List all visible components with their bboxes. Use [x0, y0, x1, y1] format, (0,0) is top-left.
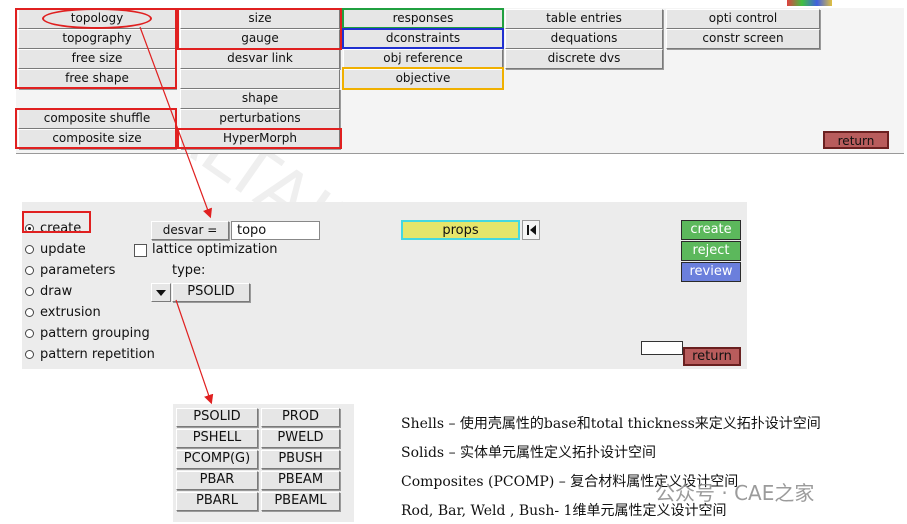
radio-extrusion-label: extrusion [40, 305, 101, 320]
radio-icon [25, 350, 34, 359]
radio-icon [25, 287, 34, 296]
type-option-psolid[interactable]: PSOLID [176, 408, 258, 427]
chevron-down-icon [156, 290, 166, 296]
radio-icon [25, 308, 34, 317]
skip-back-icon [527, 225, 536, 235]
shape-button[interactable]: shape [180, 89, 340, 109]
lattice-label: lattice optimization [152, 242, 278, 257]
perturbations-button[interactable]: perturbations [180, 109, 340, 129]
radio-pattern-repetition[interactable]: pattern repetition [25, 347, 155, 362]
arrow-to-desvar [139, 26, 213, 219]
desvar-name-input[interactable]: topo [231, 221, 320, 240]
radio-update[interactable]: update [25, 242, 86, 257]
type-option-pbar[interactable]: PBAR [176, 471, 258, 490]
review-button[interactable]: review [681, 262, 741, 282]
type-option-pbush[interactable]: PBUSH [261, 450, 340, 469]
radio-icon [25, 245, 34, 254]
radio-extrusion[interactable]: extrusion [25, 305, 101, 320]
type-label: type: [172, 263, 206, 278]
radio-update-label: update [40, 242, 86, 257]
blank-field [641, 341, 683, 355]
opti-control-button[interactable]: opti control [666, 9, 820, 29]
free-size-button[interactable]: free size [18, 49, 176, 69]
type-option-pbeaml[interactable]: PBEAML [261, 492, 340, 511]
return-button[interactable]: return [683, 347, 741, 366]
logo-fragment [787, 0, 832, 6]
radio-parameters[interactable]: parameters [25, 263, 115, 278]
note-1d-elements: Rod, Bar, Weld , Bush- 1维单元属性定义设计空间 [401, 503, 727, 519]
type-select-button[interactable]: PSOLID [172, 283, 250, 302]
radio-draw-label: draw [40, 284, 73, 299]
table-entries-button[interactable]: table entries [505, 9, 663, 29]
watermark-text: 公众号 · CAE之家 [655, 481, 815, 505]
radio-draw[interactable]: draw [25, 284, 72, 299]
type-option-pbeam[interactable]: PBEAM [261, 471, 340, 490]
type-option-pbarl[interactable]: PBARL [176, 492, 258, 511]
radio-icon [25, 329, 34, 338]
type-option-pcompg[interactable]: PCOMP(G) [176, 450, 258, 469]
topography-button[interactable]: topography [18, 29, 176, 49]
type-option-pweld[interactable]: PWELD [261, 429, 340, 448]
constr-screen-button[interactable]: constr screen [666, 29, 820, 49]
note-composites: Composites (PCOMP) – 复合材料属性定义设计空间 [401, 474, 739, 490]
radio-icon [25, 266, 34, 275]
props-button[interactable]: props [401, 220, 520, 240]
desvar-label-button[interactable]: desvar = [151, 221, 229, 240]
note-solids: Solids – 实体单元属性定义拓扑设计空间 [401, 445, 657, 461]
radio-pattern-grouping-label: pattern grouping [40, 326, 150, 341]
panel-divider [16, 153, 904, 154]
radio-pattern-repetition-label: pattern repetition [40, 347, 155, 362]
top-return-button[interactable]: return [823, 131, 889, 149]
dequations-button[interactable]: dequations [505, 29, 663, 49]
create-button[interactable]: create [681, 220, 741, 240]
empty-slot [180, 69, 340, 89]
arrow-to-type-options [175, 299, 214, 405]
radio-pattern-grouping[interactable]: pattern grouping [25, 326, 150, 341]
discrete-dvs-button[interactable]: discrete dvs [505, 49, 663, 69]
reject-button[interactable]: reject [681, 241, 741, 261]
note-shells: Shells – 使用壳属性的base和total thickness来定义拓扑… [401, 416, 821, 432]
type-dropdown-toggle[interactable] [151, 283, 171, 302]
lattice-checkbox[interactable] [134, 244, 147, 257]
radio-parameters-label: parameters [40, 263, 116, 278]
reset-selection-button[interactable] [522, 220, 540, 240]
type-option-pshell[interactable]: PSHELL [176, 429, 258, 448]
type-option-prod[interactable]: PROD [261, 408, 340, 427]
topology-create-panel [22, 202, 747, 369]
